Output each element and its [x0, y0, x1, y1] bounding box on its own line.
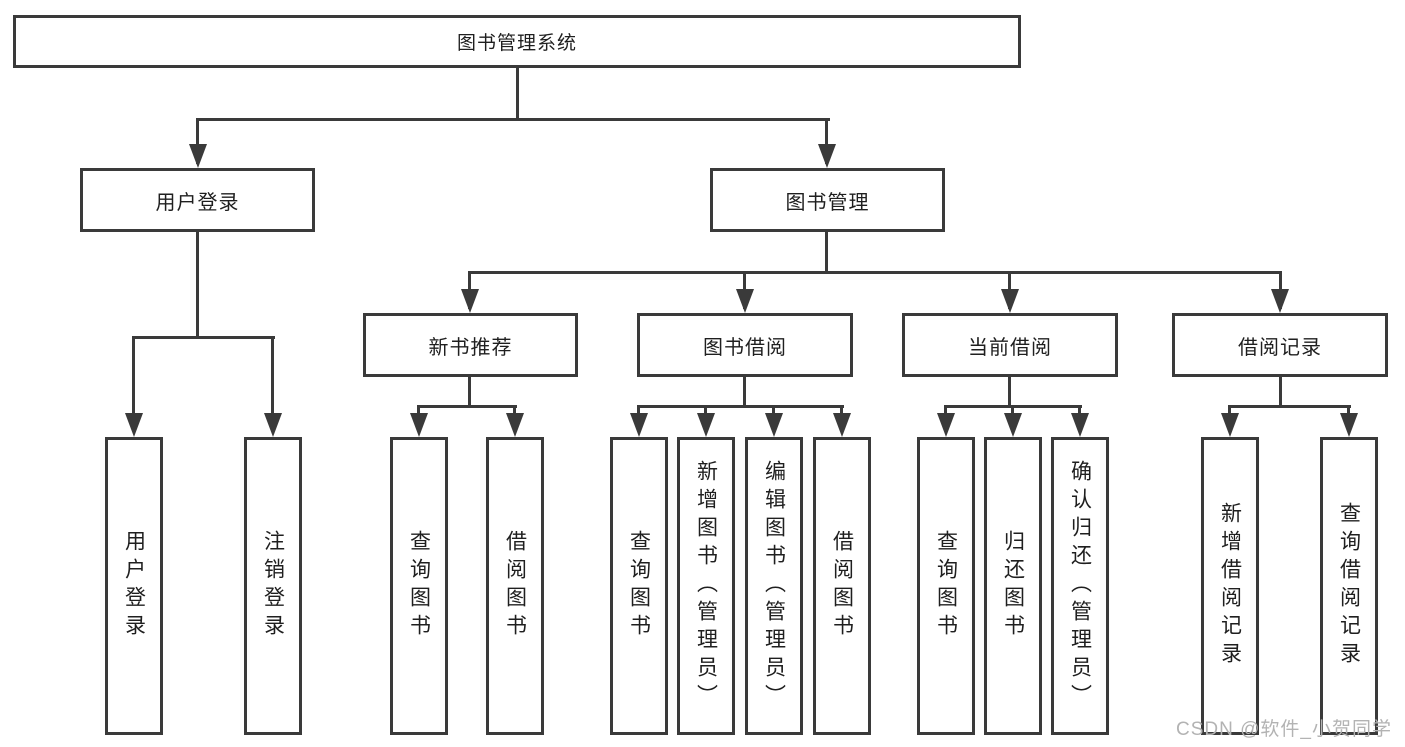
leaf-query-books-2-label: 查询图书	[627, 530, 651, 642]
leaf-edit-books-admin-label: 编辑图书（管理员）	[762, 460, 786, 712]
arrowhead-down-icon	[736, 289, 754, 313]
arrowhead-down-icon	[189, 144, 207, 168]
node-root: 图书管理系统	[13, 15, 1021, 68]
leaf-query-books-3-label: 查询图书	[934, 530, 958, 642]
connector-line	[468, 271, 1282, 274]
leaf-query-books-1-label: 查询图书	[407, 530, 431, 642]
arrowhead-down-icon	[1221, 413, 1239, 437]
leaf-query-books-2: 查询图书	[610, 437, 668, 735]
connector-line	[1228, 405, 1351, 408]
node-book-borrow: 图书借阅	[637, 313, 853, 377]
node-borrow-records: 借阅记录	[1172, 313, 1388, 377]
leaf-query-borrow-record: 查询借阅记录	[1320, 437, 1378, 735]
arrowhead-down-icon	[1340, 413, 1358, 437]
leaf-confirm-return-admin-label: 确认归还（管理员）	[1068, 460, 1092, 712]
arrowhead-down-icon	[937, 413, 955, 437]
connector-line	[825, 118, 828, 164]
leaf-edit-books-admin: 编辑图书（管理员）	[745, 437, 803, 735]
arrowhead-down-icon	[410, 413, 428, 437]
connector-line	[132, 336, 135, 431]
leaf-logout-label: 注销登录	[261, 530, 285, 642]
arrowhead-down-icon	[506, 413, 524, 437]
arrowhead-down-icon	[818, 144, 836, 168]
connector-line	[196, 118, 830, 121]
arrowhead-down-icon	[1271, 289, 1289, 313]
leaf-add-borrow-record-label: 新增借阅记录	[1218, 502, 1242, 670]
connector-line	[196, 118, 199, 164]
connector-line	[516, 68, 519, 120]
arrowhead-down-icon	[1071, 413, 1089, 437]
arrowhead-down-icon	[264, 413, 282, 437]
leaf-confirm-return-admin: 确认归还（管理员）	[1051, 437, 1109, 735]
leaf-user-login: 用户登录	[105, 437, 163, 735]
connector-line	[468, 377, 471, 408]
arrowhead-down-icon	[765, 413, 783, 437]
arrowhead-down-icon	[461, 289, 479, 313]
leaf-return-books-label: 归还图书	[1001, 530, 1025, 642]
leaf-add-books-admin: 新增图书（管理员）	[677, 437, 735, 735]
connector-line	[825, 232, 828, 274]
arrowhead-down-icon	[630, 413, 648, 437]
leaf-borrow-books-2: 借阅图书	[813, 437, 871, 735]
node-current-borrow: 当前借阅	[902, 313, 1118, 377]
watermark: CSDN @软件_小贺同学	[1176, 719, 1392, 740]
leaf-return-books: 归还图书	[984, 437, 1042, 735]
leaf-query-books-1: 查询图书	[390, 437, 448, 735]
leaf-borrow-books-2-label: 借阅图书	[830, 530, 854, 642]
arrowhead-down-icon	[1004, 413, 1022, 437]
leaf-add-borrow-record: 新增借阅记录	[1201, 437, 1259, 735]
connector-line	[132, 336, 275, 339]
leaf-logout: 注销登录	[244, 437, 302, 735]
connector-line	[271, 336, 274, 431]
leaf-borrow-books-1-label: 借阅图书	[503, 530, 527, 642]
node-book-management: 图书管理	[710, 168, 945, 232]
connector-line	[417, 405, 517, 408]
leaf-user-login-label: 用户登录	[122, 530, 146, 642]
leaf-add-books-admin-label: 新增图书（管理员）	[694, 460, 718, 712]
arrowhead-down-icon	[697, 413, 715, 437]
leaf-query-books-3: 查询图书	[917, 437, 975, 735]
arrowhead-down-icon	[1001, 289, 1019, 313]
node-new-book-recommend: 新书推荐	[363, 313, 578, 377]
arrowhead-down-icon	[125, 413, 143, 437]
connector-line	[1279, 377, 1282, 408]
connector-line	[637, 405, 844, 408]
arrowhead-down-icon	[833, 413, 851, 437]
connector-line	[196, 232, 199, 339]
leaf-borrow-books-1: 借阅图书	[486, 437, 544, 735]
node-user-login: 用户登录	[80, 168, 315, 232]
connector-line	[1008, 377, 1011, 408]
connector-line	[743, 377, 746, 408]
leaf-query-borrow-record-label: 查询借阅记录	[1337, 502, 1361, 670]
